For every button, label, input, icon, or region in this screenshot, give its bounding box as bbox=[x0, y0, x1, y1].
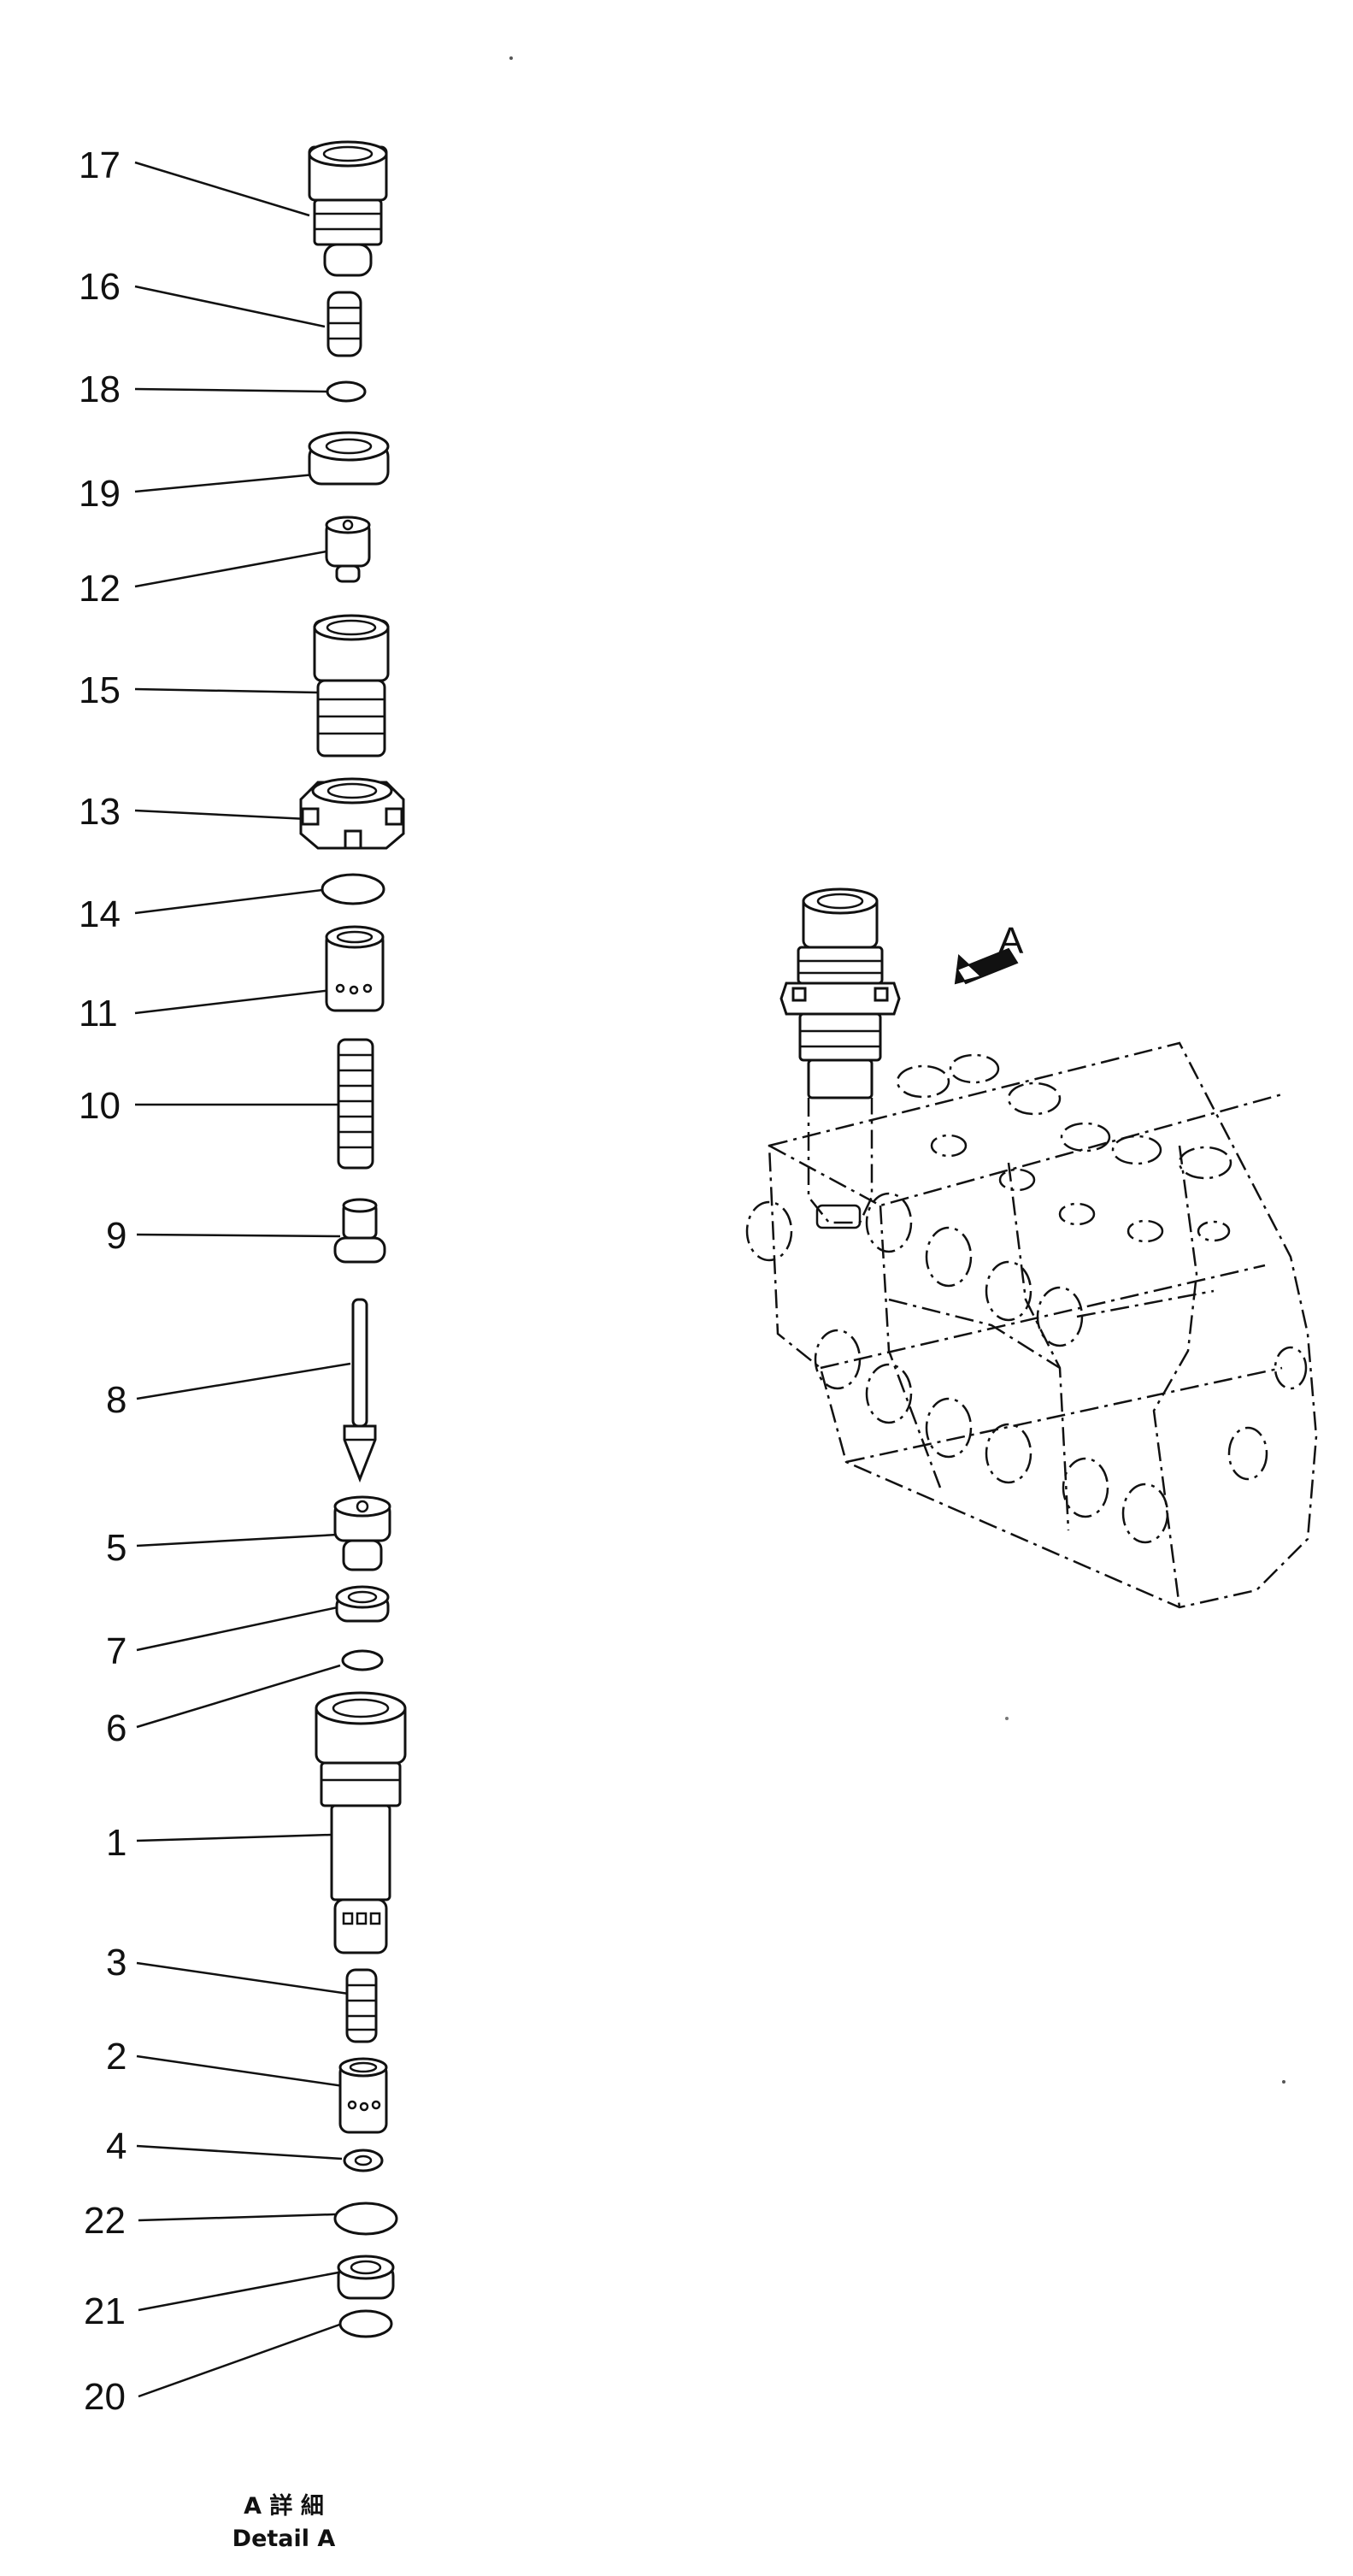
part-7-ring bbox=[335, 1585, 390, 1623]
part-15-sleeve bbox=[313, 614, 390, 757]
leader-16 bbox=[134, 285, 326, 328]
leader-lines bbox=[134, 161, 351, 2398]
view-arrow bbox=[954, 947, 1019, 985]
callout-label-13: 13 bbox=[79, 791, 121, 833]
part-19-nut bbox=[308, 431, 390, 486]
leader-13 bbox=[134, 809, 309, 821]
part-5-plunger bbox=[333, 1495, 391, 1571]
callout-label-20: 20 bbox=[84, 2376, 126, 2418]
part-1-valve-body bbox=[315, 1691, 407, 1954]
callout-label-7: 7 bbox=[106, 1630, 126, 1672]
scan-speck bbox=[509, 56, 513, 60]
callout-label-18: 18 bbox=[79, 368, 121, 410]
callout-label-22: 22 bbox=[84, 2200, 126, 2242]
part-16-spring bbox=[326, 291, 362, 357]
callout-label-6: 6 bbox=[106, 1707, 126, 1749]
callout-label-15: 15 bbox=[79, 669, 121, 711]
leader-19 bbox=[134, 473, 315, 493]
leader-4 bbox=[136, 2144, 343, 2160]
callout-label-2: 2 bbox=[106, 2036, 126, 2078]
leader-2 bbox=[136, 2054, 344, 2088]
leader-17 bbox=[134, 161, 310, 217]
callout-label-4: 4 bbox=[106, 2125, 126, 2167]
part-10-spring bbox=[337, 1038, 374, 1170]
scan-speck bbox=[1282, 2080, 1285, 2084]
leader-22 bbox=[138, 2213, 336, 2222]
part-12-poppet bbox=[325, 516, 371, 583]
view-letter-a: A bbox=[998, 920, 1024, 962]
part-13-castle-nut bbox=[299, 777, 405, 850]
callout-label-9: 9 bbox=[106, 1215, 126, 1257]
leader-5 bbox=[136, 1533, 338, 1547]
leader-14 bbox=[134, 887, 330, 915]
callout-label-12: 12 bbox=[79, 568, 121, 610]
leader-1 bbox=[136, 1833, 332, 1842]
leader-15 bbox=[134, 687, 319, 694]
part-14-o-ring bbox=[321, 873, 385, 905]
callout-label-16: 16 bbox=[79, 266, 121, 308]
leader-20 bbox=[138, 2322, 343, 2398]
callout-label-3: 3 bbox=[106, 1942, 126, 1984]
callout-label-11: 11 bbox=[79, 993, 118, 1035]
callout-label-8: 8 bbox=[106, 1379, 126, 1421]
caption-english: Detail A bbox=[232, 2526, 336, 2552]
part-6-o-ring bbox=[341, 1649, 384, 1671]
callout-label-19: 19 bbox=[79, 473, 121, 515]
leader-18 bbox=[134, 387, 330, 393]
part-21-backup-ring bbox=[337, 2255, 395, 2300]
leader-11 bbox=[134, 988, 332, 1015]
callout-label-1: 1 bbox=[106, 1822, 126, 1864]
callout-label-10: 10 bbox=[79, 1085, 121, 1127]
leader-8 bbox=[136, 1362, 351, 1400]
caption-japanese: A 詳 細 bbox=[244, 2492, 324, 2520]
control-valve-assembly: A bbox=[745, 887, 1318, 1609]
part-3-spring bbox=[345, 1968, 378, 2043]
leader-7 bbox=[136, 1606, 338, 1652]
part-20-o-ring bbox=[338, 2309, 393, 2338]
part-22-o-ring bbox=[333, 2202, 398, 2236]
callout-label-17: 17 bbox=[79, 144, 121, 186]
callout-label-14: 14 bbox=[79, 893, 121, 935]
part-4-washer bbox=[343, 2149, 384, 2172]
leader-21 bbox=[138, 2271, 339, 2312]
leader-3 bbox=[136, 1961, 350, 1995]
part-17-plug bbox=[308, 140, 388, 277]
part-11-sleeve bbox=[325, 925, 385, 1012]
valve-block-outline bbox=[768, 1041, 1318, 1609]
callout-label-21: 21 bbox=[84, 2290, 126, 2332]
part-2-poppet bbox=[338, 2057, 388, 2134]
leader-6 bbox=[136, 1664, 341, 1729]
callout-labels: 17 16 18 19 12 15 13 14 11 10 9 8 5 7 6 … bbox=[79, 144, 126, 2418]
callout-label-5: 5 bbox=[106, 1527, 126, 1569]
leader-9 bbox=[136, 1233, 341, 1238]
part-8-pin bbox=[343, 1298, 377, 1483]
part-9-seat bbox=[333, 1198, 386, 1264]
scan-speck bbox=[1005, 1717, 1009, 1720]
leader-12 bbox=[134, 550, 327, 588]
part-18-o-ring bbox=[326, 380, 367, 403]
relief-valve-installed bbox=[779, 887, 901, 1229]
parts-stack bbox=[299, 140, 407, 2338]
